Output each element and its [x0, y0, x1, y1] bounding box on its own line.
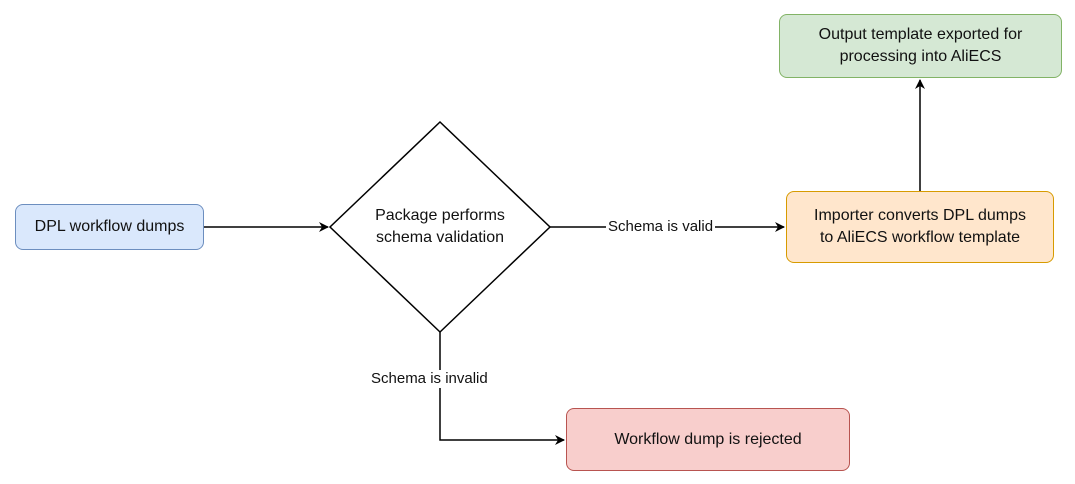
validation-label: Package performs schema validation [375, 207, 505, 246]
node-output-template: Output template exported for processing … [779, 14, 1062, 78]
node-workflow-rejected-label: Workflow dump is rejected [614, 430, 802, 448]
node-dpl-workflow-dumps: DPL workflow dumps [15, 204, 204, 250]
edge-label-schema-valid: Schema is valid [606, 218, 716, 236]
node-output-template-label: Output template exported for processing … [818, 26, 1023, 65]
node-dpl-workflow-dumps-label: DPL workflow dumps [34, 218, 185, 235]
edge-label-schema-invalid: Schema is invalid [369, 370, 490, 388]
arrow-validation-to-rejected [439, 332, 565, 445]
node-workflow-rejected: Workflow dump is rejected [566, 408, 850, 471]
node-importer: Importer converts DPL dumps to AliECS wo… [786, 191, 1054, 263]
node-importer-label: Importer converts DPL dumps to AliECS wo… [814, 207, 1026, 246]
